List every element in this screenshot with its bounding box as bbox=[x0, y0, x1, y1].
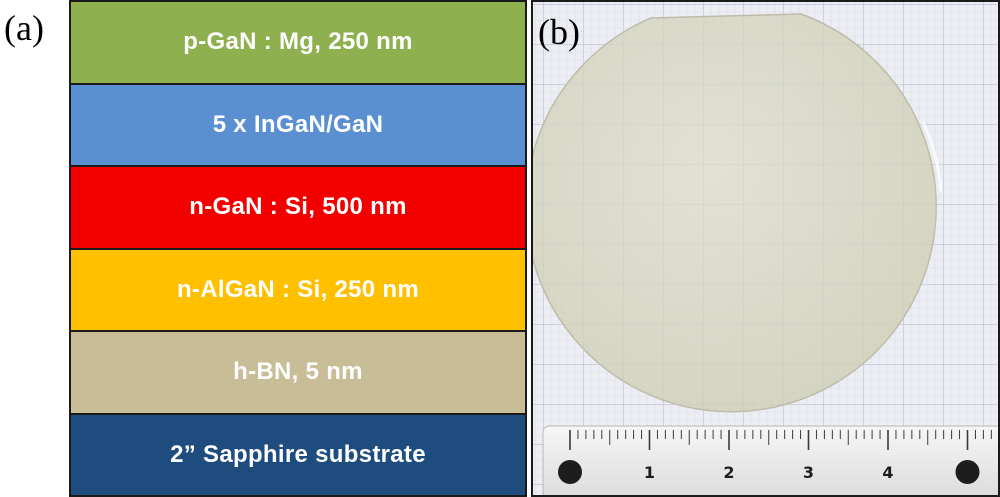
ruler: 0 1 2 3 4 5 bbox=[542, 425, 998, 495]
wafer-photo: 0 1 2 3 4 5 bbox=[531, 0, 1000, 497]
ruler-ticks bbox=[569, 430, 992, 450]
ruler-number-marker bbox=[558, 460, 582, 484]
ruler-numbers: 0 1 2 3 4 5 bbox=[558, 460, 980, 484]
layer-sapphire-substrate: 2” Sapphire substrate bbox=[71, 414, 525, 495]
ruler-number-0: 0 bbox=[564, 463, 575, 482]
wafer bbox=[533, 13, 943, 413]
panel-a-label: (a) bbox=[4, 8, 44, 48]
ruler-number-2: 2 bbox=[723, 463, 734, 482]
layer-h-bn: h-BN, 5 nm bbox=[71, 332, 525, 415]
ruler-number-marker bbox=[955, 460, 980, 484]
layer-stack-diagram: p-GaN : Mg, 250 nm 5 x InGaN/GaN n-GaN :… bbox=[69, 0, 527, 497]
layer-ingan-gan-mqw: 5 x InGaN/GaN bbox=[71, 84, 525, 167]
ruler-number-3: 3 bbox=[803, 463, 814, 482]
ruler-number-5: 5 bbox=[962, 463, 973, 482]
wafer-photo-illustration: 0 1 2 3 4 5 bbox=[533, 2, 998, 495]
layer-n-gan: n-GaN : Si, 500 nm bbox=[71, 167, 525, 250]
ruler-number-1: 1 bbox=[644, 463, 655, 482]
panel-b-label: (b) bbox=[538, 12, 580, 52]
layer-p-gan: p-GaN : Mg, 250 nm bbox=[71, 2, 525, 85]
ruler-number-4: 4 bbox=[882, 463, 893, 482]
layer-n-algan: n-AlGaN : Si, 250 nm bbox=[71, 249, 525, 332]
